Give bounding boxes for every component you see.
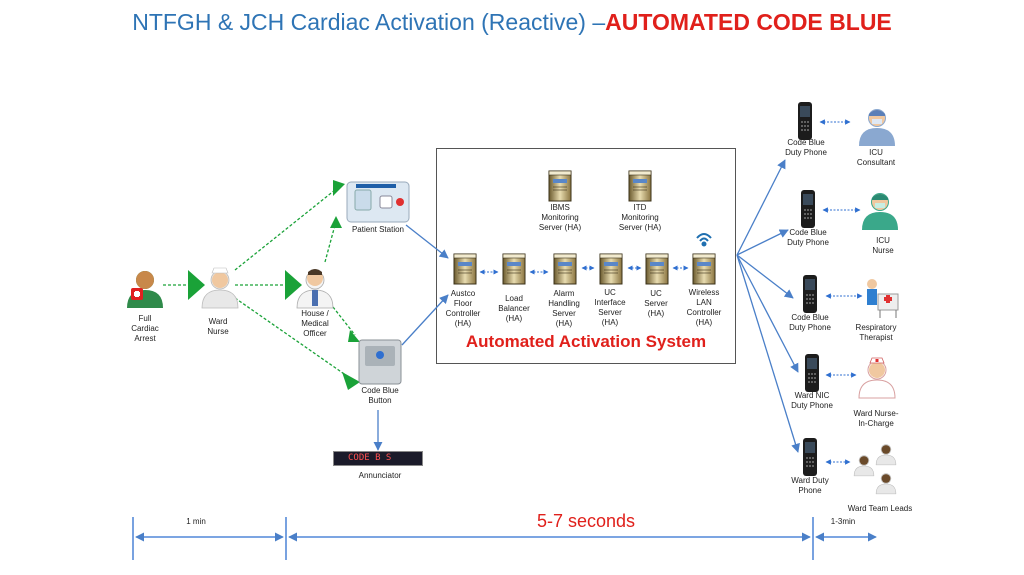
phone-icon-1 [798, 102, 812, 140]
automated-activation-system-label: Automated Activation System [465, 332, 707, 351]
annunciator-label: Annunciator [358, 471, 402, 480]
ibms-label: IBMS Monitoring Server (HA) [538, 203, 582, 232]
timeline-main-label: 5-7 seconds [536, 511, 636, 531]
load-balancer-label: Load Balancer (HA) [498, 294, 530, 323]
timeline [132, 517, 877, 560]
server-chain-arrows [479, 265, 689, 275]
uc-interface-label: UC Interface Server (HA) [594, 288, 626, 327]
wlan-controller-icon [692, 253, 716, 285]
officer-label: House / Medical Officer [301, 309, 329, 338]
code-button-label: Code Blue Button [361, 386, 399, 405]
responder-phone-label-5: Ward Duty Phone [791, 476, 829, 495]
green-arrowheads [188, 180, 360, 390]
uc-server-label: UC Server (HA) [644, 289, 668, 318]
alarm-server-icon [553, 253, 577, 285]
annunciator-display [333, 451, 423, 466]
phone-icon-4 [805, 354, 819, 392]
title-main: NTFGH & JCH Cardiac Activation (Reactive… [132, 9, 606, 35]
responder-role-label-2: ICU Nurse [872, 236, 894, 255]
austco-label: Austco Floor Controller (HA) [445, 289, 481, 328]
load-balancer-icon [502, 253, 526, 285]
responder-role-label-3: Respiratory Therapist [855, 323, 897, 342]
itd-label: ITD Monitoring Server (HA) [618, 203, 662, 232]
arrest-label: Full Cardiac Arrest [131, 314, 159, 343]
responder-phone-label-2: Code Blue Duty Phone [787, 228, 829, 247]
medical-officer-icon [296, 269, 334, 309]
ward-nurse-label: Ward Nurse [207, 317, 229, 336]
patient-station-label: Patient Station [351, 225, 405, 234]
green-arrows [163, 189, 356, 379]
ward-team-leads-icon [853, 444, 897, 495]
phone-responder-arrows [819, 119, 863, 465]
wifi-icon [696, 233, 712, 247]
code-blue-button-icon [358, 339, 402, 385]
austco-server-icon [453, 253, 477, 285]
uc-interface-server-icon [599, 253, 623, 285]
icu-consultant-icon [859, 109, 895, 146]
wlan-controller-label: Wireless LAN Controller (HA) [686, 288, 722, 327]
phone-icon-5 [803, 438, 817, 476]
annunciator-display-text: CODE B S [348, 453, 392, 463]
responder-role-label-4: Ward Nurse- In-Charge [853, 409, 899, 428]
itd-server-icon [628, 170, 652, 202]
title-highlight: AUTOMATED CODE BLUE [605, 9, 892, 35]
respiratory-therapist-icon [867, 279, 899, 318]
responder-phone-label-3: Code Blue Duty Phone [789, 313, 831, 332]
responder-role-label-1: ICU Consultant [856, 148, 896, 167]
responder-role-label-5: Ward Team Leads [847, 504, 913, 513]
cardiac-arrest-icon [127, 271, 163, 308]
timeline-last-label: 1-3min [830, 517, 856, 526]
blue-arrows-left [373, 224, 449, 451]
automated-activation-system-box [436, 148, 736, 364]
blue-arrows-right [736, 159, 800, 453]
ward-nurse-in-charge-icon [858, 357, 896, 399]
timeline-first-label: 1 min [186, 517, 206, 526]
alarm-server-label: Alarm Handling Server (HA) [548, 289, 580, 328]
ibms-server-icon [548, 170, 572, 202]
phone-icon-3 [803, 275, 817, 313]
page-title: NTFGH & JCH Cardiac Activation (Reactive… [40, 6, 984, 39]
responder-phone-label-4: Ward NIC Duty Phone [791, 391, 833, 410]
icu-nurse-icon [862, 193, 898, 230]
uc-server-icon [645, 253, 669, 285]
responder-phone-label-1: Code Blue Duty Phone [785, 138, 827, 157]
phone-icon-2 [801, 190, 815, 228]
patient-station-icon [346, 181, 410, 223]
ward-nurse-icon [201, 267, 239, 309]
